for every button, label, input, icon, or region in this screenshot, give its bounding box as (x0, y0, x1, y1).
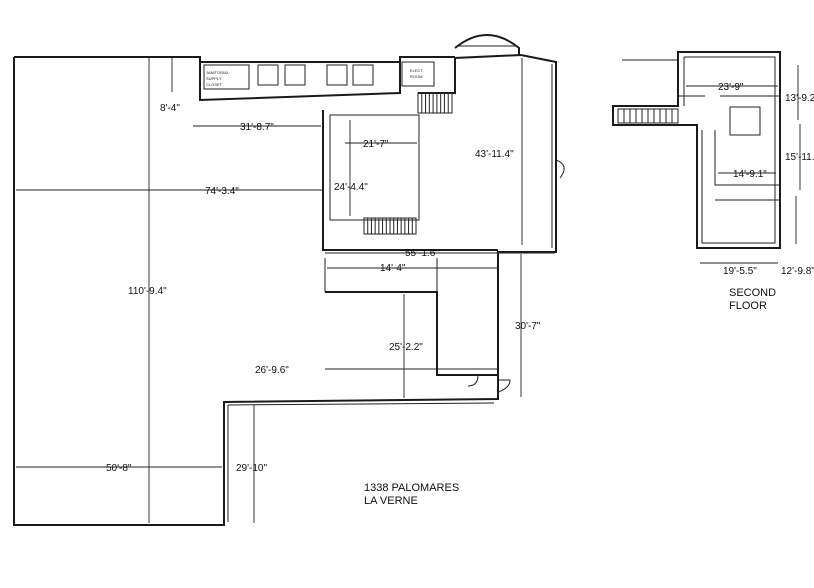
rotunda (454, 34, 520, 55)
dim-12-9-8: 12'-9.8" (781, 266, 814, 277)
address-line-1: 1338 PALOMARES (364, 482, 459, 494)
dim-29-10: 29'-10" (236, 463, 267, 474)
stairs-top (417, 92, 453, 114)
dim-14-9-1: 14'-9.1" (733, 169, 767, 180)
janitorial-label-3: CLOSET (206, 82, 223, 87)
elect-label-2: ROOM (410, 74, 422, 79)
dim-30-7: 30'-7" (515, 321, 541, 332)
dimension-labels: 8'-4" 31'-8.7" 21'-7" 43'-11.4" 74'-3.4"… (106, 103, 541, 474)
second-floor-outline (612, 51, 781, 249)
restroom-2 (284, 64, 306, 86)
dim-31-8-7: 31'-8.7" (240, 122, 274, 133)
second-floor-label-2: FLOOR (729, 300, 767, 312)
second-floor-bath (729, 106, 761, 136)
dim-23-9: 23'-9" (718, 82, 744, 93)
dim-19-5-5: 19'-5.5" (723, 266, 757, 277)
dim-50-8: 50'-8" (106, 463, 132, 474)
dim-55-1-6: 55'-1.6" (405, 248, 439, 259)
second-floor-plan: 23'-9" 13'-9.2 15'-11. 14'-9.1" 19'-5.5"… (612, 51, 814, 312)
office-wall-a (322, 110, 498, 251)
stairs-main (363, 217, 417, 235)
south-wall-inner (227, 402, 495, 406)
dim-110-9-4: 110'-9.4" (128, 286, 167, 297)
door-arc-south2 (467, 374, 479, 387)
door-arc-east (555, 159, 565, 179)
dim-15-11: 15'-11. (785, 152, 814, 163)
restroom-3 (326, 64, 348, 86)
dim-8-4: 8'-4" (160, 103, 180, 114)
dim-24-4-4: 24'-4.4" (334, 182, 368, 193)
dim-13-9-2: 13'-9.2 (785, 93, 814, 104)
office-wall-b (325, 291, 498, 376)
address-line-2: LA VERNE (364, 495, 418, 507)
restroom-4 (352, 64, 374, 86)
restroom-1 (257, 64, 279, 86)
warehouse-outline (13, 53, 557, 526)
dim-14-4: 14'-4" (380, 263, 406, 274)
dim-21-7: 21'-7" (363, 139, 389, 150)
dim-25-2-2: 25'-2.2" (389, 342, 423, 353)
stairs-second (617, 108, 679, 124)
main-floor-walls (13, 34, 565, 526)
elect-room (401, 61, 435, 87)
dim-26-9-6: 26'-9.6" (255, 365, 289, 376)
janitorial-closet (203, 64, 250, 90)
conference-room (329, 114, 420, 221)
dim-74-3-4: 74'-3.4" (205, 186, 239, 197)
stair-frame (417, 92, 453, 114)
dim-43-11-4: 43'-11.4" (475, 149, 514, 160)
door-arc-south (497, 379, 511, 393)
janitorial-label: JANITORIAL (206, 70, 230, 75)
office-wall-c (324, 258, 438, 292)
restroom-strip (163, 56, 455, 102)
second-floor-label: SECOND (729, 287, 776, 299)
address-block: 1338 PALOMARES LA VERNE (364, 482, 459, 507)
restroom-fixtures: JANITORIAL SUPPLY CLOSET ELECT. ROOM (203, 61, 435, 90)
elect-label: ELECT. (410, 68, 424, 73)
dimension-lines (16, 58, 555, 523)
janitorial-label-2: SUPPLY (206, 76, 222, 81)
